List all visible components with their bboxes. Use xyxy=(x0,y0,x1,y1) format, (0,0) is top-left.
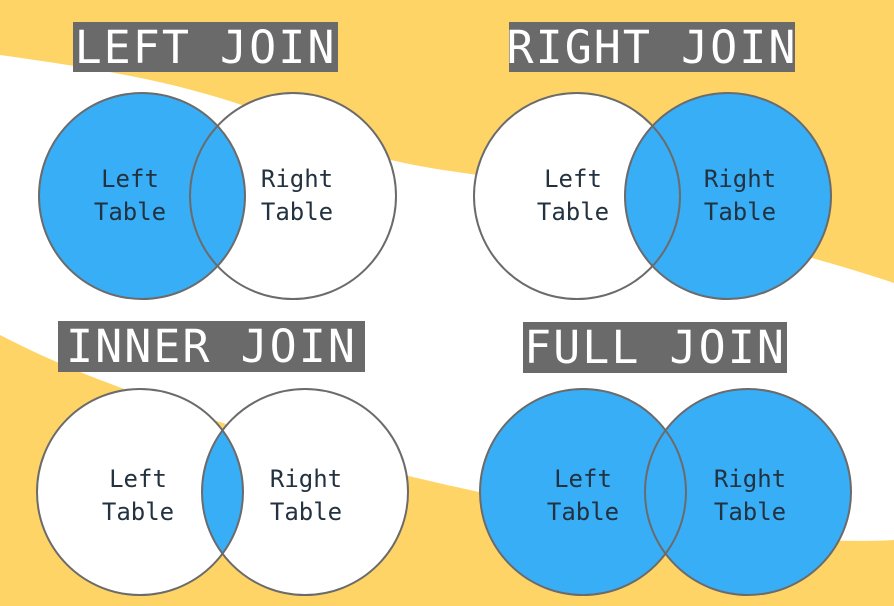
left-circle-outline xyxy=(38,92,246,300)
intersection-lens xyxy=(201,430,244,554)
full-join-title: FULL JOIN xyxy=(524,321,786,374)
inner-join-title: INNER JOIN xyxy=(66,320,357,373)
inner-join-venn-diagram xyxy=(36,388,409,596)
left-circle-outline xyxy=(479,388,687,596)
full-join-title-banner: FULL JOIN xyxy=(523,322,787,373)
right-circle xyxy=(645,389,851,595)
right-join-title-banner: RIGHT JOIN xyxy=(506,20,798,74)
right-table-label: Right Table xyxy=(269,465,343,526)
left-table-label: Left Table xyxy=(101,465,175,526)
right-table-label: Right Table xyxy=(713,465,787,526)
right-table-label: Right Table xyxy=(703,165,777,226)
left-table-label: Left Table xyxy=(93,165,167,226)
intersection-lens xyxy=(644,430,687,554)
left-circle xyxy=(480,389,686,595)
right-circle-outline xyxy=(189,92,397,300)
left-join-title-banner: LEFT JOIN xyxy=(73,22,338,72)
inner-join-title-banner: INNER JOIN xyxy=(58,321,365,372)
right-join-title: RIGHT JOIN xyxy=(506,20,798,74)
left-table-label: Left Table xyxy=(536,165,610,226)
left-circle-outline xyxy=(36,388,244,596)
left-circle xyxy=(474,93,680,299)
full-join-venn-diagram xyxy=(479,388,852,596)
left-circle xyxy=(39,93,245,299)
right-circle-outline xyxy=(201,388,409,596)
right-circle-outline xyxy=(624,92,832,300)
right-join-venn-diagram xyxy=(473,92,832,300)
left-table-label: Left Table xyxy=(546,465,620,526)
left-join-venn-diagram xyxy=(38,92,397,300)
left-circle-outline xyxy=(473,92,681,300)
left-circle xyxy=(37,389,243,595)
intersection-lens xyxy=(190,125,245,267)
intersection-lens xyxy=(625,125,680,267)
right-table-label: Right Table xyxy=(260,165,334,226)
right-circle xyxy=(202,389,408,595)
left-join-title: LEFT JOIN xyxy=(74,20,337,74)
right-circle xyxy=(625,93,831,299)
right-circle xyxy=(190,93,396,299)
right-circle-outline xyxy=(644,388,852,596)
